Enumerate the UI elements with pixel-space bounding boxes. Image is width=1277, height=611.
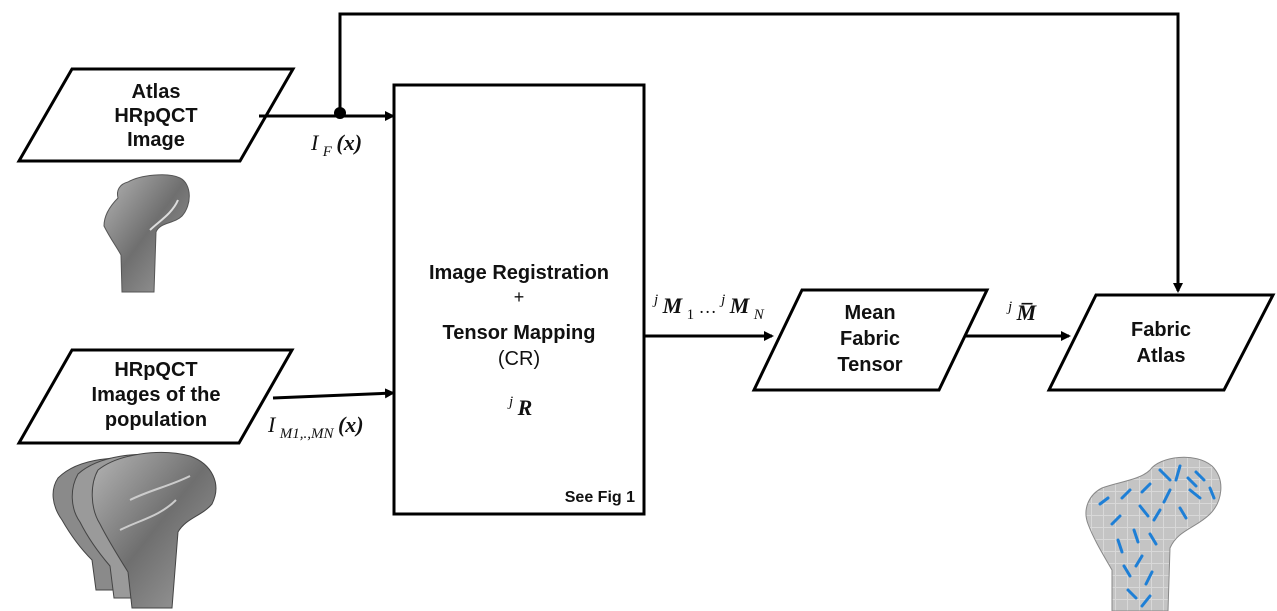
- atlas-input-line-2: HRpQCT: [114, 105, 197, 127]
- process-line-4: (CR): [498, 348, 540, 370]
- population-images-input: HRpQCT Images of the population: [16, 348, 295, 445]
- process-line-1: Image Registration: [429, 262, 609, 284]
- see-fig-reference: See Fig 1: [565, 489, 635, 506]
- process-symbol-sup: j: [507, 394, 513, 410]
- atlas-femur-image: [103, 174, 190, 293]
- fabric-atlas-line-2: Atlas: [1137, 345, 1186, 367]
- fabric-atlas-femur-image: [1085, 456, 1222, 611]
- process-symbol-base: R: [517, 395, 533, 420]
- moving-images-label: I M1,.,MN (x): [267, 412, 364, 442]
- atlas-input-line-3: Image: [127, 129, 185, 151]
- mean-tensor-line-2: Fabric: [840, 328, 900, 350]
- process-symbol: j R: [507, 393, 532, 420]
- atlas-input-line-1: Atlas: [132, 81, 181, 103]
- mean-tensor-line-3: Tensor: [837, 354, 902, 376]
- population-to-process-arrow: [272, 388, 395, 400]
- fixed-image-label: I F (x): [310, 130, 362, 160]
- population-input-line-3: population: [105, 409, 207, 431]
- fabric-tensor-glyphs: [1098, 464, 1216, 608]
- mean-tensor-symbol-label: j M̅: [1006, 298, 1038, 325]
- mean-tensor-line-1: Mean: [844, 302, 895, 324]
- fabric-atlas-line-1: Fabric: [1131, 319, 1191, 341]
- mean-fabric-tensor-node: Mean Fabric Tensor: [751, 288, 990, 392]
- process-line-2: +: [514, 287, 525, 307]
- atlas-feedback-connector: [338, 12, 1183, 293]
- population-femur-images: [52, 451, 217, 609]
- process-line-3: Tensor Mapping: [443, 322, 596, 344]
- mapped-tensors-label: j M 1 … j M N: [652, 291, 765, 323]
- population-input-line-2: Images of the: [92, 384, 221, 406]
- population-input-line-1: HRpQCT: [114, 359, 197, 381]
- atlas-image-input: Atlas HRpQCT Image: [16, 67, 296, 163]
- fabric-atlas-output: Fabric Atlas: [1046, 293, 1276, 392]
- registration-mapping-process: Image Registration + Tensor Mapping (CR)…: [392, 83, 646, 516]
